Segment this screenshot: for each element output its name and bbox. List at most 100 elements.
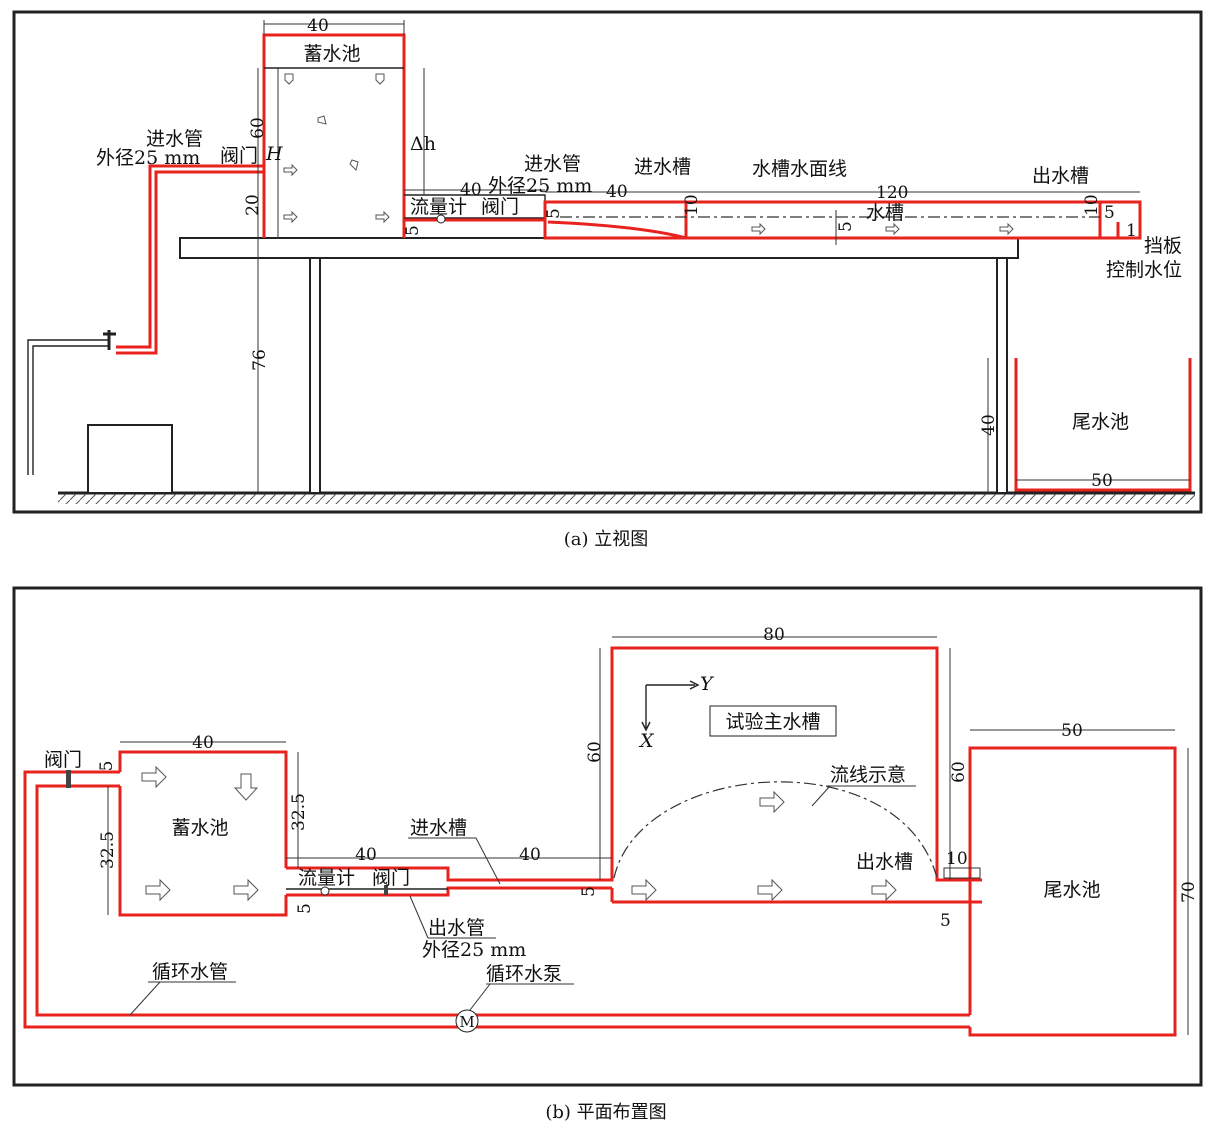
label-valve: 阀门 [44,749,82,771]
pump-icon [455,1009,479,1033]
label-outlet-channel: 出水槽 [856,851,913,873]
label-reservoir: 蓄水池 [303,43,360,65]
label-inlet-pipe: 进水管 [146,128,203,150]
flume-outline [543,200,1142,240]
leader-lines [129,785,916,1016]
label-baffle: 挡板 [1144,235,1182,257]
label-H: H [265,143,283,165]
flowmeter-icon [320,886,330,896]
dim-reservoir-height-right: 32.5 [289,793,309,831]
pump-symbol: M [459,1013,474,1031]
tail-basin-outline [1014,358,1192,492]
dim-tail-height: 40 [979,414,999,436]
elevation-frame [12,10,1203,514]
label-main-flume: 试验主水槽 [725,711,820,733]
reservoir-outline [262,33,406,238]
dim-40: 40 [460,180,482,200]
dim-10: 10 [682,194,702,216]
circulation-pipe [23,770,970,1029]
dim-1: 1 [1126,221,1137,241]
label-flowmeter: 流量计 [298,867,355,889]
elevation-dimensions [257,20,1190,493]
label-pipe-diameter: 外径25 mm [96,147,200,169]
label-inlet-channel: 进水槽 [634,156,691,178]
dim-5: 5 [579,886,599,897]
caption-plan: (b) 平面布置图 [545,1102,666,1123]
label-inlet-channel: 进水槽 [410,817,467,839]
label-water-surface: 水槽水面线 [752,158,847,180]
dim-table-height: 76 [250,349,270,371]
label-valve: 阀门 [220,145,258,167]
plan-tail-basin-outline [968,746,1177,1037]
dim-10: 10 [1082,194,1102,216]
axes [645,684,695,728]
caption-elevation: (a) 立视图 [564,529,649,550]
label-pipe-diameter: 外径25 mm [422,939,526,961]
label-tail-basin: 尾水池 [1043,879,1100,901]
dim-40: 40 [519,845,541,865]
label-axis-y: Y [700,673,715,695]
label-reservoir: 蓄水池 [171,817,228,839]
plan-view: M [12,586,1203,1087]
dim-tail-width: 50 [1091,471,1113,491]
label-inlet-pipe-2: 进水管 [524,153,581,175]
inlet-curve [547,220,687,240]
dim-flume-height-right: 60 [949,761,969,783]
dim-40: 40 [355,845,377,865]
flow-arrows [283,73,390,224]
label-flowmeter: 流量计 [410,196,467,218]
label-circulation-pipe: 循环水管 [152,961,228,983]
plan-frame [12,586,1203,1087]
valve-icon [384,885,388,895]
dim-flume-height-left: 60 [585,741,605,763]
label-axis-x: X [638,730,655,752]
flowmeter-icon [436,214,446,224]
dim-40: 40 [606,182,628,202]
dim-5: 5 [940,911,951,931]
valve-icon [66,770,71,788]
label-outlet-channel: 出水槽 [1032,165,1089,187]
label-valve-2: 阀门 [372,867,410,889]
supply-pipe [27,339,110,475]
streamline [613,781,938,879]
dim-reservoir-width: 40 [192,733,214,753]
label-pump: 循环水泵 [486,963,562,985]
dim-reservoir-height: 60 [248,117,268,139]
dim-5: 5 [544,208,564,219]
ground-hatch [58,494,1195,504]
label-control-level: 控制水位 [1106,259,1182,281]
table-leg [996,257,1008,494]
label-flume: 水槽 [866,202,904,224]
inlet-pipe [116,164,264,355]
dim-5: 5 [836,221,856,232]
label-delta-h: Δh [410,133,436,155]
dim-tail-width: 50 [1061,721,1083,741]
label-streamline: 流线示意 [830,764,906,786]
label-valve-2: 阀门 [481,196,519,218]
table-leg [309,257,321,494]
flume-arrows [751,222,1014,236]
plan-reservoir-outline [118,750,288,917]
dim-5: 5 [403,225,423,236]
label-outlet-pipe: 出水管 [428,917,485,939]
dim-tail-height: 70 [1179,881,1199,903]
faucet-icon [103,330,116,350]
label-pipe-diameter-2: 外径25 mm [488,175,592,197]
axis-arrows [641,680,700,732]
water-box [87,424,173,494]
dim-reservoir-width: 40 [307,16,329,36]
elevation-view: 40 60 20 76 40 40 120 5 5 10 5 10 5 1 40… [12,10,1203,514]
table-top [179,237,1019,259]
plan-arrows [141,765,897,902]
dim-5: 5 [1104,203,1115,223]
dim-5: 5 [97,761,117,772]
dim-reservoir-height-left: 32.5 [98,831,118,869]
main-flume-label-box [709,705,837,737]
dim-5: 5 [295,903,315,914]
dim-flume-length: 120 [876,183,908,203]
dim-pipe-height: 20 [243,194,263,216]
dim-10: 10 [946,849,968,869]
plan-flume-outline [286,646,982,904]
label-tail-basin: 尾水池 [1072,411,1129,433]
